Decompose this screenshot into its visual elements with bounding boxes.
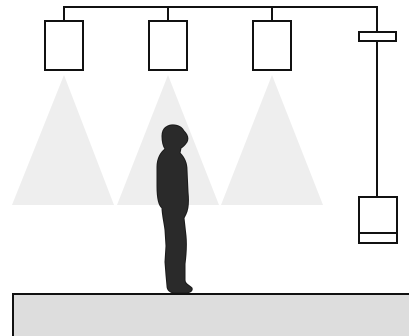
rail-collar [358,31,397,42]
light-beam-1 [12,75,114,205]
ceiling-light-3 [252,20,292,71]
standing-person-silhouette [156,124,193,294]
light-beam-3 [221,75,323,205]
ceiling-fixtures [44,20,292,71]
movable-unit-body [358,196,398,244]
movable-fixture-unit [358,196,398,244]
ceiling-light-1 [44,20,84,71]
ceiling-track [63,6,378,198]
person-body [156,124,193,294]
floor-slab [12,293,409,336]
ceiling-light-2 [148,20,188,71]
